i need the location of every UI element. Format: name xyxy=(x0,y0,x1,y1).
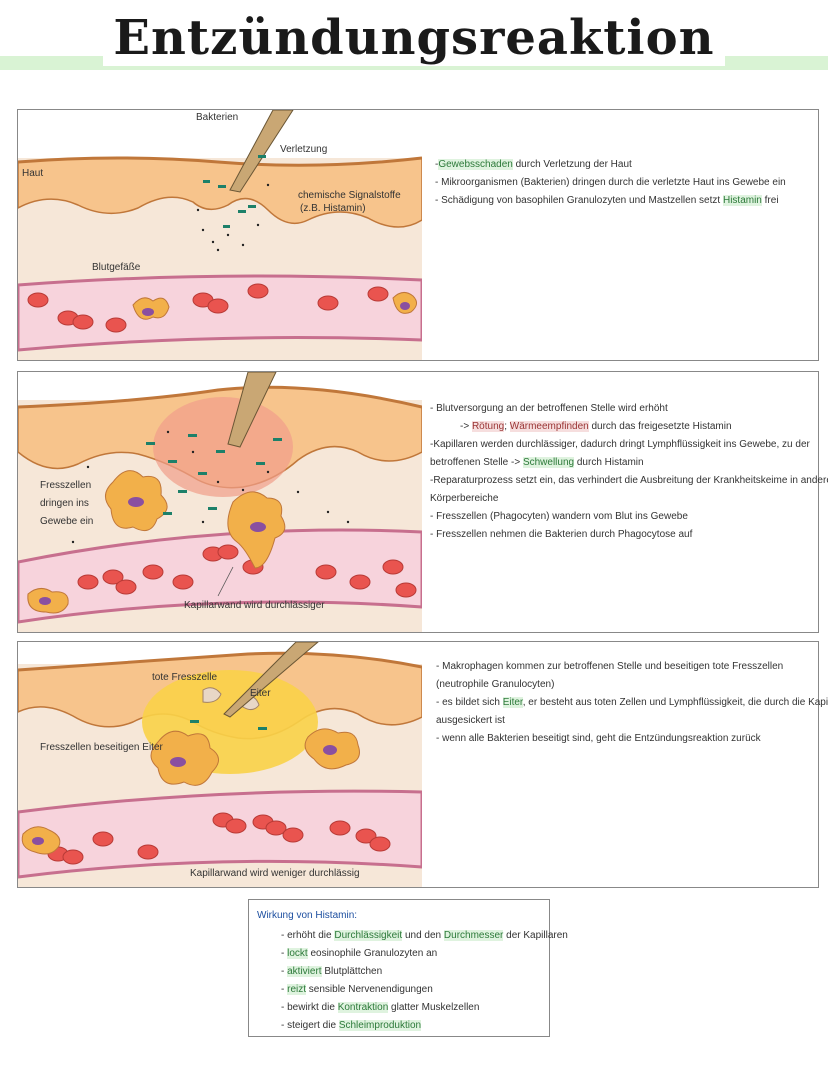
note-line: - Fresszellen nehmen die Bakterien durch… xyxy=(430,529,693,540)
histamin-item: - aktiviert Blutplättchen xyxy=(281,966,383,977)
note-line: Körperbereiche xyxy=(430,493,499,504)
histamin-item: - reizt sensible Nervenendigungen xyxy=(281,984,433,995)
label-haut: Haut xyxy=(22,168,44,179)
panel3-notes: - Makrophagen kommen zur betroffenen Ste… xyxy=(436,658,828,748)
label-blutgefaesse: Blutgefäße xyxy=(92,262,141,273)
panel2-notes: - Blutversorgung an der betroffenen Stel… xyxy=(430,400,828,544)
note-line: -Gewebsschaden durch Verletzung der Haut xyxy=(435,159,632,170)
label-tote-fresszelle: tote Fresszelle xyxy=(152,672,218,683)
label-gewebe-ein: Gewebe ein xyxy=(40,516,94,527)
note-line: - Mikroorganismen (Bakterien) dringen du… xyxy=(435,177,786,188)
note-line: ausgesickert ist xyxy=(436,715,505,726)
label-fresszellen: Fresszellen xyxy=(40,480,92,491)
note-line: - es bildet sich Eiter, er besteht aus t… xyxy=(436,697,828,708)
panel-injury: Bakterien Verletzung Haut chemische Sign… xyxy=(17,109,819,361)
note-line: (neutrophile Granulocyten) xyxy=(436,679,555,690)
label-signalstoffe: chemische Signalstoffe xyxy=(298,190,401,201)
label-kapillarwand-weniger: Kapillarwand wird weniger durchlässig xyxy=(190,868,360,879)
label-signalstoffe-example: (z.B. Histamin) xyxy=(300,203,366,214)
page-title: Entzündungsreaktion xyxy=(0,10,828,66)
histamin-item: - steigert die Schleimproduktion xyxy=(281,1020,422,1031)
histamin-box: Wirkung von Histamin: - erhöht die Durch… xyxy=(248,899,568,1037)
inflammation-illustration xyxy=(18,372,422,632)
note-line: -Kapillaren werden durchlässiger, dadurc… xyxy=(430,439,810,450)
label-kapillarwand: Kapillarwand wird durchlässiger xyxy=(184,600,325,611)
histamin-item: - bewirkt die Kontraktion glatter Muskel… xyxy=(281,1002,480,1013)
histamin-item: - lockt eosinophile Granulozyten an xyxy=(281,948,438,959)
panel-healing: tote Fresszelle Eiter Fresszellen beseit… xyxy=(17,641,828,888)
healing-illustration xyxy=(18,642,422,887)
label-bakterien: Bakterien xyxy=(196,112,239,123)
histamin-item: - erhöht die Durchlässigkeit und den Dur… xyxy=(281,930,568,941)
note-line: -> Rötung; Wärmeempfinden durch das frei… xyxy=(460,421,732,432)
note-line: - Makrophagen kommen zur betroffenen Ste… xyxy=(436,661,784,672)
label-eiter: Eiter xyxy=(250,688,271,699)
histamin-heading: Wirkung von Histamin: xyxy=(257,910,358,921)
note-line: - Fresszellen (Phagocyten) wandern vom B… xyxy=(430,511,688,522)
note-line: -Reparaturprozess setzt ein, das verhind… xyxy=(430,475,828,486)
label-fresszellen-beseitigen-eiter: Fresszellen beseitigen Eiter xyxy=(40,742,163,753)
label-dringen-ins: dringen ins xyxy=(40,498,89,509)
note-line: - Schädigung von basophilen Granulozyten… xyxy=(435,195,779,206)
injury-illustration xyxy=(18,110,422,360)
note-line: - wenn alle Bakterien beseitigt sind, ge… xyxy=(436,733,761,744)
note-line: - Blutversorgung an der betroffenen Stel… xyxy=(430,403,668,414)
label-verletzung: Verletzung xyxy=(280,144,328,155)
note-line: betroffenen Stelle -> Schwellung durch H… xyxy=(430,457,644,468)
panel1-notes: -Gewebsschaden durch Verletzung der Haut… xyxy=(435,156,786,210)
panel-inflammation: Fresszellen dringen ins Gewebe ein Kapil… xyxy=(17,371,828,633)
